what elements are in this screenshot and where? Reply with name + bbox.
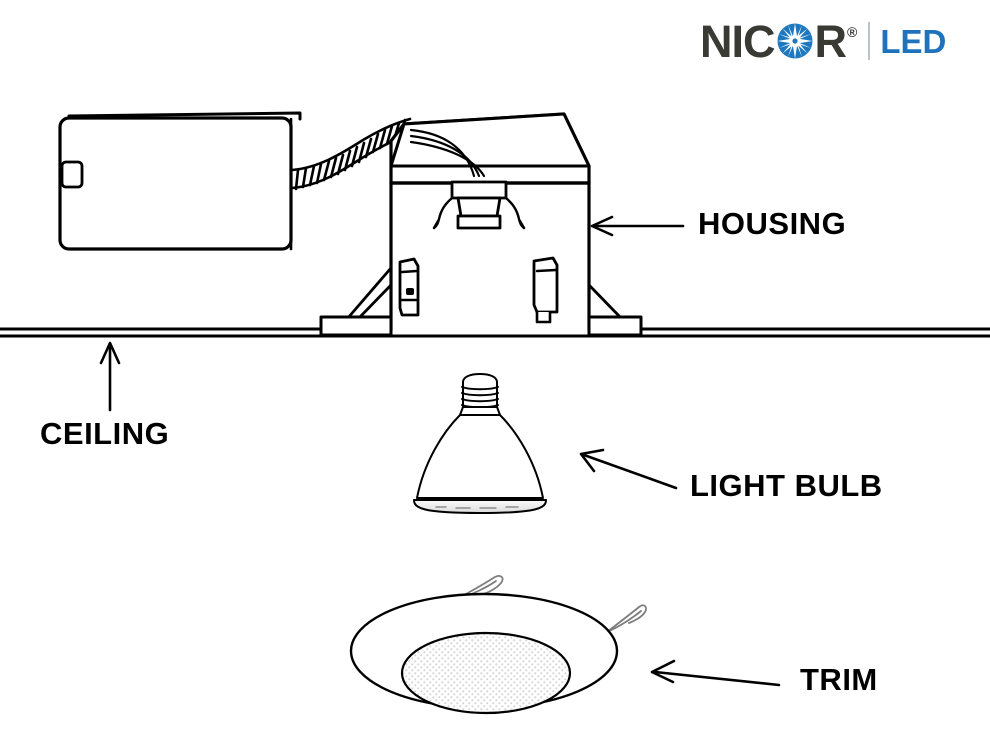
callout-label-light-bulb: LIGHT BULB bbox=[690, 468, 883, 503]
nicor-led-logo: NIC bbox=[700, 16, 946, 66]
socket-bracket-left bbox=[398, 257, 420, 317]
housing-can bbox=[345, 112, 624, 332]
arrow-ceiling bbox=[99, 341, 121, 412]
brand-name-part-1: NIC bbox=[700, 15, 775, 67]
brand-name-part-2: R bbox=[814, 15, 847, 67]
arrow-trim bbox=[650, 659, 781, 687]
socket-wires bbox=[409, 128, 486, 178]
socket-bracket-right bbox=[532, 256, 559, 324]
starburst-icon bbox=[774, 20, 816, 62]
junction-box bbox=[58, 111, 302, 251]
callout-label-housing: HOUSING bbox=[698, 206, 847, 241]
lamp-socket bbox=[432, 180, 526, 230]
brand-wordmark: NIC bbox=[700, 15, 857, 67]
arrow-light-bulb bbox=[579, 448, 678, 490]
callout-label-trim: TRIM bbox=[800, 662, 878, 697]
par-lamp bbox=[413, 373, 547, 514]
brand-product-line: LED bbox=[880, 22, 947, 60]
logo-divider bbox=[868, 22, 871, 60]
trim-ring bbox=[349, 575, 647, 715]
registered-trademark-icon: ® bbox=[847, 24, 857, 40]
arrow-housing bbox=[590, 215, 685, 237]
callout-label-ceiling: CEILING bbox=[40, 416, 170, 451]
mounting-bracket bbox=[319, 315, 643, 337]
ceiling-line bbox=[0, 327, 990, 338]
callout-arrows bbox=[99, 215, 781, 687]
